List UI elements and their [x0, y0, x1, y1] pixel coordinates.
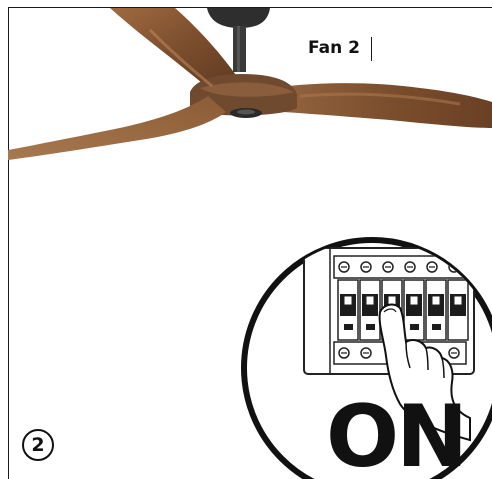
ceiling-fan-icon	[8, 8, 492, 160]
step-number-badge: 2	[22, 429, 54, 461]
fan-label: Fan 2	[302, 37, 372, 61]
switch-state-text: ON	[326, 392, 476, 479]
